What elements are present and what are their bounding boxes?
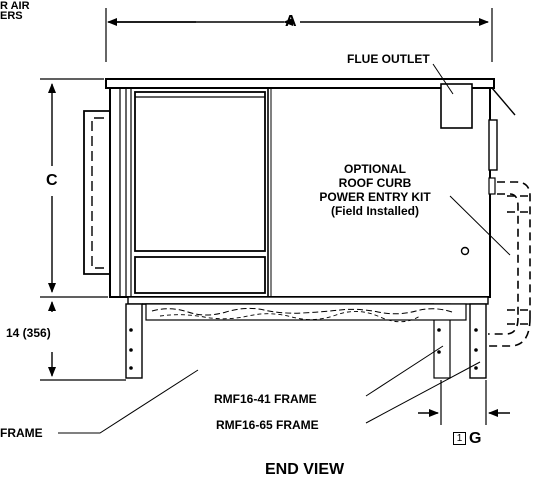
dimension-14 xyxy=(40,301,126,381)
note-1-box: 1 xyxy=(453,432,466,446)
g-letter: G xyxy=(469,430,482,447)
power-entry-conduit xyxy=(488,181,531,347)
power-entry-kit-label: OPTIONAL ROOF CURB POWER ENTRY KIT (Fiel… xyxy=(305,162,445,218)
dimension-14-label: 14 (356) xyxy=(6,326,51,340)
rmf16-65-frame-label: RMF16-65 FRAME xyxy=(216,418,319,432)
dimension-a-label: A xyxy=(285,13,297,30)
rmf16-41-frame-label: RMF16-41 FRAME xyxy=(214,392,317,406)
top-left-label-1: R AIR xyxy=(0,0,30,12)
view-title: END VIEW xyxy=(265,461,345,478)
kit-leader xyxy=(449,195,511,256)
dimension-c xyxy=(40,78,108,298)
dimension-c-label: C xyxy=(46,172,58,189)
right-side-fittings xyxy=(488,87,516,195)
frame-label: FRAME xyxy=(0,426,43,440)
unit-cabinet xyxy=(105,78,495,305)
kit-line-2: ROOF CURB xyxy=(338,176,412,190)
kit-line-3: POWER ENTRY KIT xyxy=(319,190,431,204)
roof-curb-frame xyxy=(125,303,487,379)
dimension-g xyxy=(418,380,510,425)
return-air-hood xyxy=(83,110,110,275)
top-left-label-2: ERS xyxy=(0,10,23,22)
dimension-a xyxy=(105,8,493,62)
flue-outlet-label: FLUE OUTLET xyxy=(347,52,430,66)
kit-line-1: OPTIONAL xyxy=(344,162,406,176)
frame-leaders xyxy=(58,345,481,434)
flue-outlet xyxy=(432,63,473,129)
kit-line-4: (Field Installed) xyxy=(330,204,419,218)
